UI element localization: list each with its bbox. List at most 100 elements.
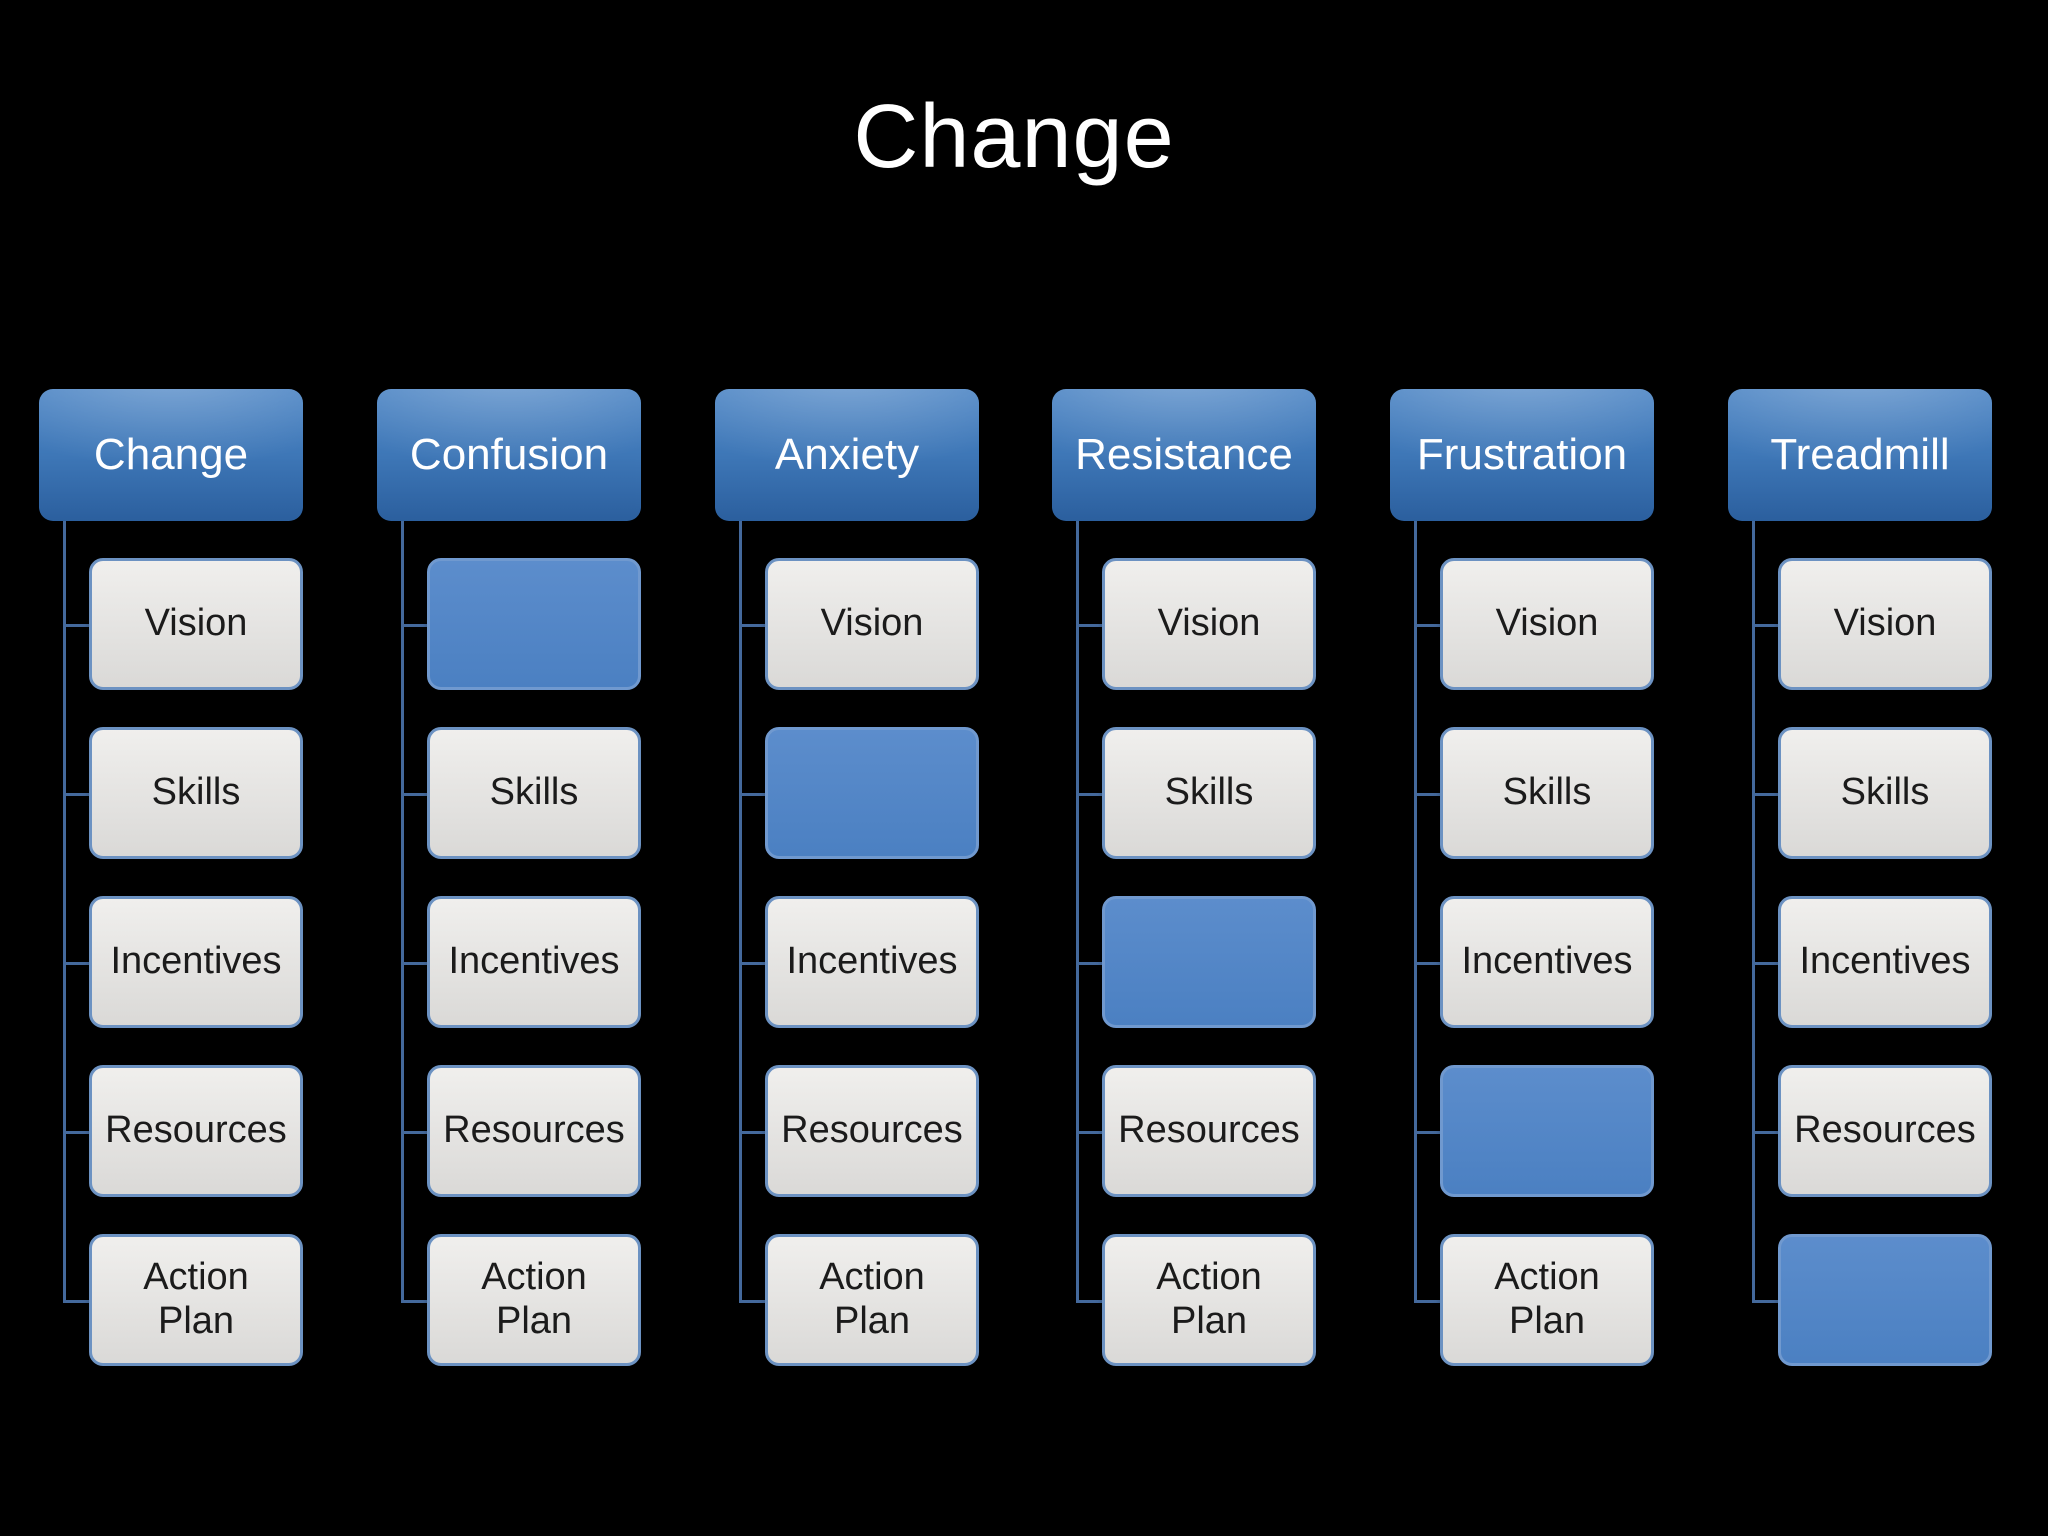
item-box-resources: Resources [765, 1065, 979, 1197]
header-label: Confusion [409, 430, 609, 479]
item-label: Skills [1502, 771, 1592, 814]
header-label: Anxiety [774, 430, 920, 479]
item-box-vision: Vision [1778, 558, 1992, 690]
connector-stub [739, 1300, 767, 1303]
item-label: Skills [151, 771, 241, 814]
connector-stub [63, 793, 91, 796]
connector-stub [401, 624, 429, 627]
item-box-action-plan: Action Plan [1440, 1234, 1654, 1366]
connector-stub [1752, 1131, 1780, 1134]
item-label: Incentives [1799, 940, 1971, 983]
connector-vline [1076, 521, 1079, 1300]
connector-stub [1414, 624, 1442, 627]
connector-stub [401, 1131, 429, 1134]
item-label: Skills [489, 771, 579, 814]
header-label: Frustration [1416, 430, 1628, 479]
connector-stub [1752, 624, 1780, 627]
header-label: Treadmill [1770, 430, 1950, 479]
connector-vline [739, 521, 742, 1300]
item-label: Action Plan [1494, 1256, 1600, 1342]
connector-stub [739, 624, 767, 627]
connector-stub [1752, 1300, 1780, 1303]
connector-stub [1076, 1300, 1104, 1303]
item-box-skills: Skills [1102, 727, 1316, 859]
connector-stub [739, 793, 767, 796]
item-box-incentives: Incentives [1778, 896, 1992, 1028]
item-label: Incentives [448, 940, 620, 983]
connector-stub [1076, 793, 1104, 796]
item-box-resources: Resources [427, 1065, 641, 1197]
item-box-vision: Vision [1440, 558, 1654, 690]
connector-stub [1414, 1131, 1442, 1134]
item-box-resources: Resources [1778, 1065, 1992, 1197]
connector-stub [63, 1300, 91, 1303]
connector-stub [1076, 962, 1104, 965]
item-box-incentives: Incentives [1440, 896, 1654, 1028]
item-label: Vision [144, 602, 248, 645]
item-label: Action Plan [819, 1256, 925, 1342]
connector-vline [401, 521, 404, 1300]
connector-stub [1752, 962, 1780, 965]
connector-stub [401, 1300, 429, 1303]
missing-box-action-plan [1778, 1234, 1992, 1366]
item-label: Incentives [786, 940, 958, 983]
missing-box-incentives [1102, 896, 1316, 1028]
header-box-anxiety: Anxiety [715, 389, 979, 521]
connector-stub [1414, 793, 1442, 796]
item-label: Vision [1833, 602, 1937, 645]
item-label: Resources [443, 1109, 625, 1152]
connector-vline [1752, 521, 1755, 1300]
item-box-resources: Resources [1102, 1065, 1316, 1197]
item-box-skills: Skills [427, 727, 641, 859]
item-label: Action Plan [143, 1256, 249, 1342]
item-box-action-plan: Action Plan [427, 1234, 641, 1366]
connector-vline [63, 521, 66, 1300]
header-label: Change [93, 430, 249, 479]
item-box-skills: Skills [89, 727, 303, 859]
item-box-action-plan: Action Plan [1102, 1234, 1316, 1366]
connector-stub [63, 962, 91, 965]
connector-stub [401, 962, 429, 965]
item-label: Action Plan [481, 1256, 587, 1342]
connector-stub [1076, 1131, 1104, 1134]
item-box-action-plan: Action Plan [89, 1234, 303, 1366]
item-box-vision: Vision [765, 558, 979, 690]
item-box-incentives: Incentives [427, 896, 641, 1028]
slide-title: Change [853, 87, 1175, 187]
connector-stub [1414, 1300, 1442, 1303]
header-label: Resistance [1075, 430, 1293, 479]
connector-stub [739, 962, 767, 965]
connector-stub [401, 793, 429, 796]
header-box-change: Change [39, 389, 303, 521]
item-box-skills: Skills [1440, 727, 1654, 859]
connector-stub [63, 1131, 91, 1134]
header-box-treadmill: Treadmill [1728, 389, 1992, 521]
missing-box-vision [427, 558, 641, 690]
connector-stub [1414, 962, 1442, 965]
item-box-incentives: Incentives [765, 896, 979, 1028]
header-box-frustration: Frustration [1390, 389, 1654, 521]
missing-box-skills [765, 727, 979, 859]
item-box-incentives: Incentives [89, 896, 303, 1028]
item-label: Action Plan [1156, 1256, 1262, 1342]
connector-vline [1414, 521, 1417, 1300]
item-label: Vision [1495, 602, 1599, 645]
item-label: Resources [105, 1109, 287, 1152]
connector-stub [1752, 793, 1780, 796]
missing-box-resources [1440, 1065, 1654, 1197]
item-label: Vision [820, 602, 924, 645]
connector-stub [1076, 624, 1104, 627]
item-label: Vision [1157, 602, 1261, 645]
connector-stub [739, 1131, 767, 1134]
item-label: Skills [1840, 771, 1930, 814]
item-box-vision: Vision [1102, 558, 1316, 690]
item-label: Resources [1794, 1109, 1976, 1152]
item-label: Resources [781, 1109, 963, 1152]
item-box-skills: Skills [1778, 727, 1992, 859]
header-box-confusion: Confusion [377, 389, 641, 521]
item-label: Resources [1118, 1109, 1300, 1152]
